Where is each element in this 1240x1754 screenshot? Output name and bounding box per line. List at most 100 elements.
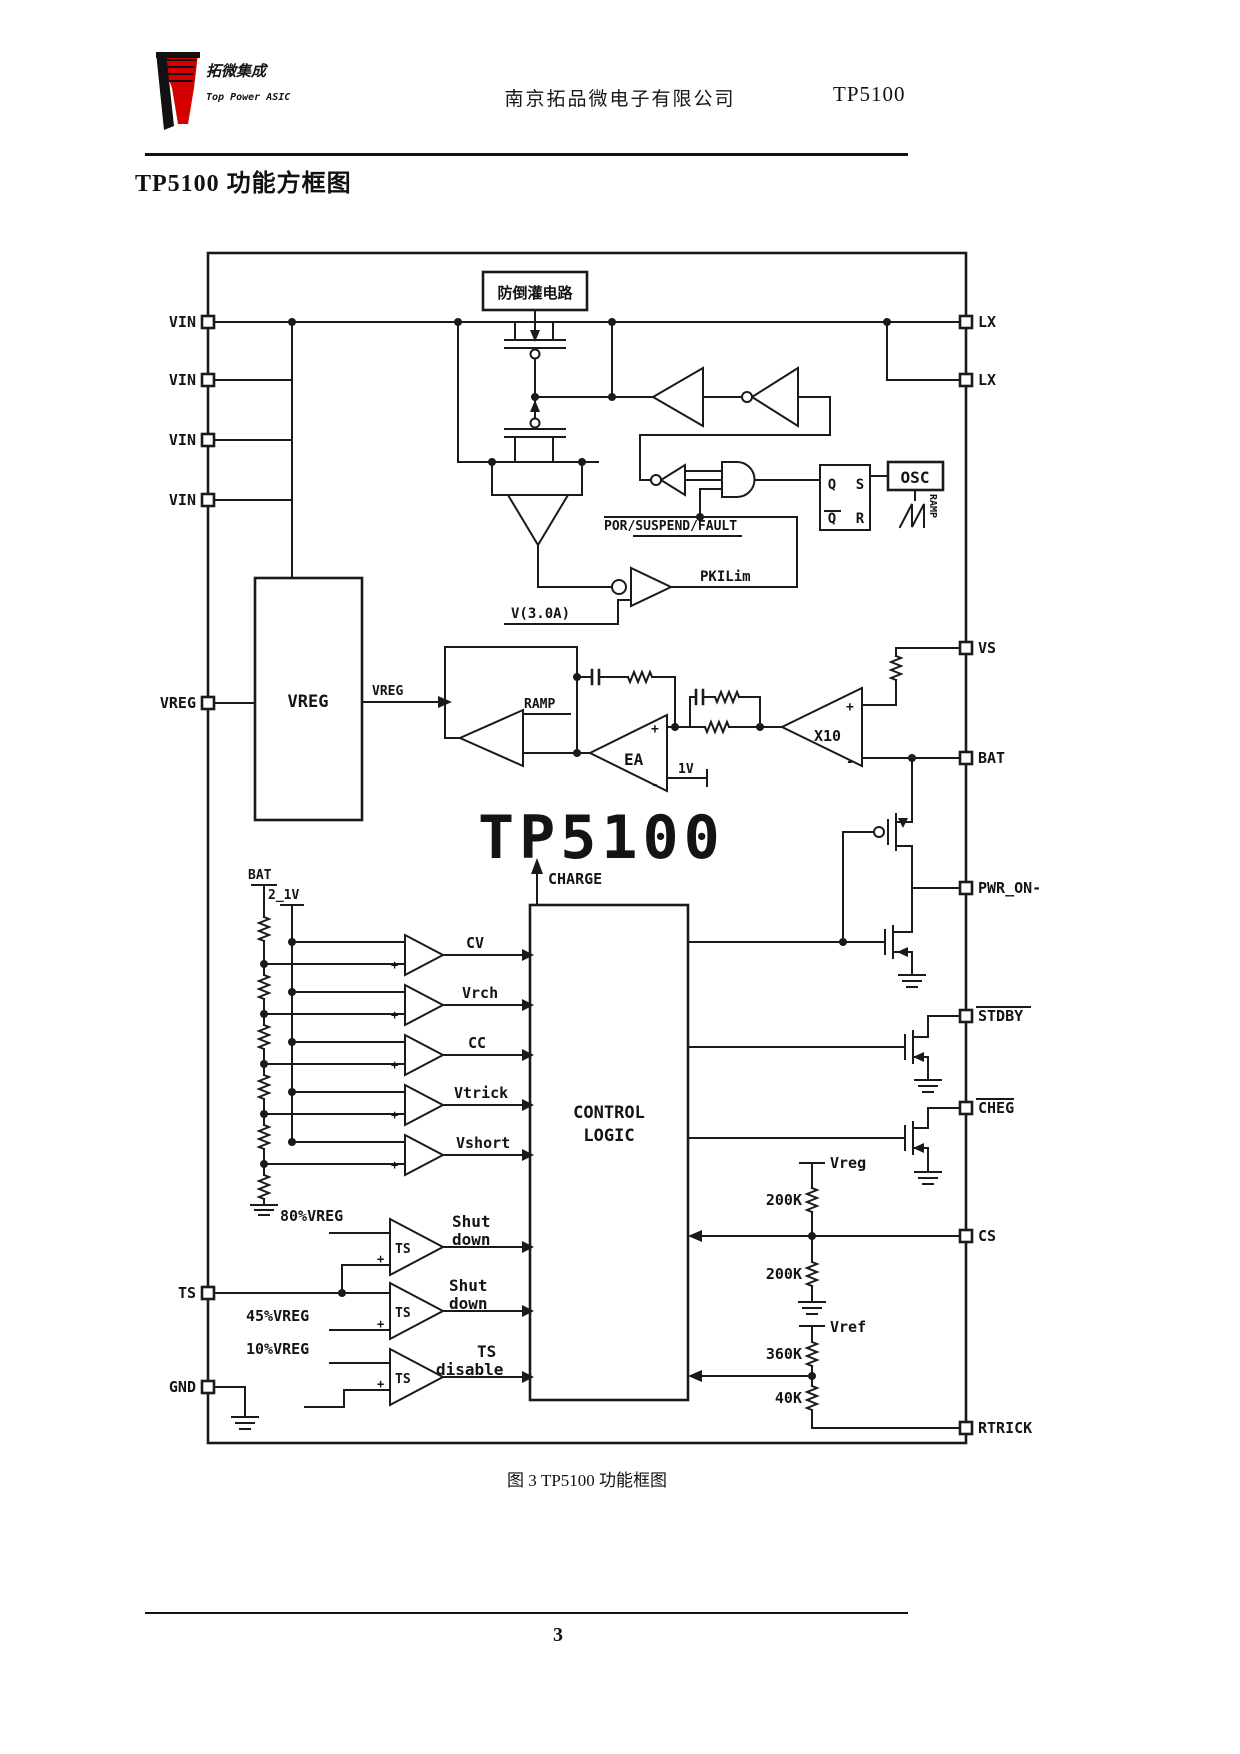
- osc-label: OSC: [901, 468, 930, 487]
- pin-lx-2: [958, 372, 974, 388]
- logo-pole: [156, 52, 174, 130]
- part-number: TP5100: [833, 82, 906, 106]
- vshort-plus: +: [391, 1158, 398, 1172]
- x10-label: X10: [814, 727, 841, 745]
- v21-rail-label: 2_1V: [268, 888, 299, 903]
- vrch-plus: +: [391, 1008, 398, 1022]
- logo-flag-tail: [172, 88, 194, 124]
- vreg-box-label: VREG: [288, 692, 329, 712]
- fet1-bubble: [529, 348, 541, 360]
- ts-comparator-3: [389, 1347, 446, 1407]
- cc-plus: +: [391, 1058, 398, 1072]
- driver-inverter-1: [651, 366, 704, 428]
- ground-symbols: [231, 974, 942, 1430]
- pin-label-vin-3: VIN: [169, 431, 196, 449]
- ts-comparator-1: [389, 1217, 446, 1277]
- pmos-gate-bubble: [873, 826, 885, 838]
- wires: [213, 309, 961, 1429]
- sr-latch-box: [819, 464, 871, 531]
- vref-rail-label: Vref: [830, 1318, 866, 1336]
- vtrick-plus: +: [391, 1108, 398, 1122]
- x10-plus: +: [846, 700, 854, 715]
- vtrick-label: Vtrick: [454, 1084, 508, 1102]
- vreg-rail-label: Vreg: [830, 1154, 866, 1172]
- cv-comparator: [404, 933, 446, 977]
- shutdown2-line2: down: [449, 1294, 488, 1313]
- pin-vin-2: [200, 372, 216, 388]
- logo-graphic: 拓微集成 Top Power ASIC: [156, 52, 290, 130]
- pin-gnd: [200, 1379, 216, 1395]
- cc-label: CC: [468, 1034, 486, 1052]
- ts-disable-line1: TS: [477, 1342, 496, 1361]
- ts2-plus: +: [377, 1317, 384, 1331]
- active-low-overlines: [976, 1006, 1031, 1100]
- sense-amp-triangle: [506, 494, 570, 547]
- logo: 拓微集成 Top Power ASIC: [148, 48, 338, 134]
- r200k-upper-label: 200K: [766, 1191, 802, 1209]
- anti-backflow-box: [481, 270, 589, 312]
- vrch-comparator: [404, 983, 446, 1027]
- pin-vin-4: [200, 492, 216, 508]
- logo-brand-cn: 拓微集成: [206, 62, 269, 80]
- resistors: [256, 654, 904, 1412]
- pins: [200, 314, 974, 1436]
- page-title: TP5100 功能方框图: [135, 171, 352, 197]
- pin-pwr-on: [958, 880, 974, 896]
- pin-rtrick: [958, 1420, 974, 1436]
- pin-vin-1: [200, 314, 216, 330]
- bat-rail-label: BAT: [248, 868, 272, 883]
- vreg10-label: 10%VREG: [246, 1340, 309, 1358]
- control-logic-label-2: LOGIC: [583, 1126, 634, 1146]
- ea-plus: +: [651, 722, 659, 737]
- pin-label-lx-2: LX: [978, 371, 996, 389]
- charge-label: CHARGE: [548, 870, 602, 888]
- ts2-label: TS: [395, 1306, 411, 1321]
- small-inverter-bubble: [650, 474, 662, 486]
- pin-label-gnd: GND: [169, 1378, 196, 1396]
- vtrick-comparator: [404, 1083, 446, 1127]
- latch-qbar-label: Q: [828, 511, 836, 527]
- r200k-lower-label: 200K: [766, 1265, 802, 1283]
- ea-minus: -: [651, 778, 659, 793]
- arrowheads: [438, 330, 924, 1383]
- latch-r-label: R: [856, 511, 865, 527]
- vrch-label: Vrch: [462, 984, 498, 1002]
- r40k-label: 40K: [775, 1389, 802, 1407]
- shutdown1-line1: Shut: [452, 1212, 491, 1231]
- cv-label: CV: [466, 934, 484, 952]
- pin-label-pwr-on: PWR_ON-: [978, 879, 1041, 897]
- ea-label: EA: [624, 750, 644, 769]
- pin-ts: [200, 1285, 216, 1301]
- ea-amplifier: [587, 713, 668, 793]
- ramp-label-ea: RAMP: [524, 697, 555, 712]
- logo-flag: [160, 54, 198, 88]
- ramp-comparator: [457, 708, 524, 768]
- pin-label-lx-1: LX: [978, 313, 996, 331]
- ts1-label: TS: [395, 1242, 411, 1257]
- logo-brand-en: Top Power ASIC: [206, 92, 290, 103]
- vreg80-label: 80%VREG: [280, 1207, 343, 1225]
- anti-backflow-label: 防倒灌电路: [497, 284, 573, 302]
- pin-label-stdby: STDBY: [978, 1007, 1023, 1025]
- shutdown2-line1: Shut: [449, 1276, 488, 1295]
- ts1-plus: +: [377, 1252, 384, 1266]
- driver-inverter-2: [750, 366, 799, 428]
- junction-dots: [260, 318, 916, 1380]
- r360k-label: 360K: [766, 1345, 802, 1363]
- ts3-plus: +: [377, 1377, 384, 1391]
- pkilim-input-bubble: [611, 579, 627, 595]
- gates-and-amps: [389, 348, 885, 1407]
- one-v-label: 1V: [678, 762, 694, 777]
- pin-vreg: [200, 695, 216, 711]
- por-suspend-fault-label: POR/SUSPEND/FAULT: [604, 519, 737, 534]
- latch-q-label: Q: [828, 477, 836, 493]
- pin-label-ts: TS: [178, 1284, 196, 1302]
- pin-cs: [958, 1228, 974, 1244]
- pin-lx-1: [958, 314, 974, 330]
- small-inverter: [659, 463, 686, 497]
- pin-vin-3: [200, 432, 216, 448]
- logo-top-bar: [156, 52, 200, 58]
- x10-minus: -: [846, 755, 854, 770]
- pin-vs: [958, 640, 974, 656]
